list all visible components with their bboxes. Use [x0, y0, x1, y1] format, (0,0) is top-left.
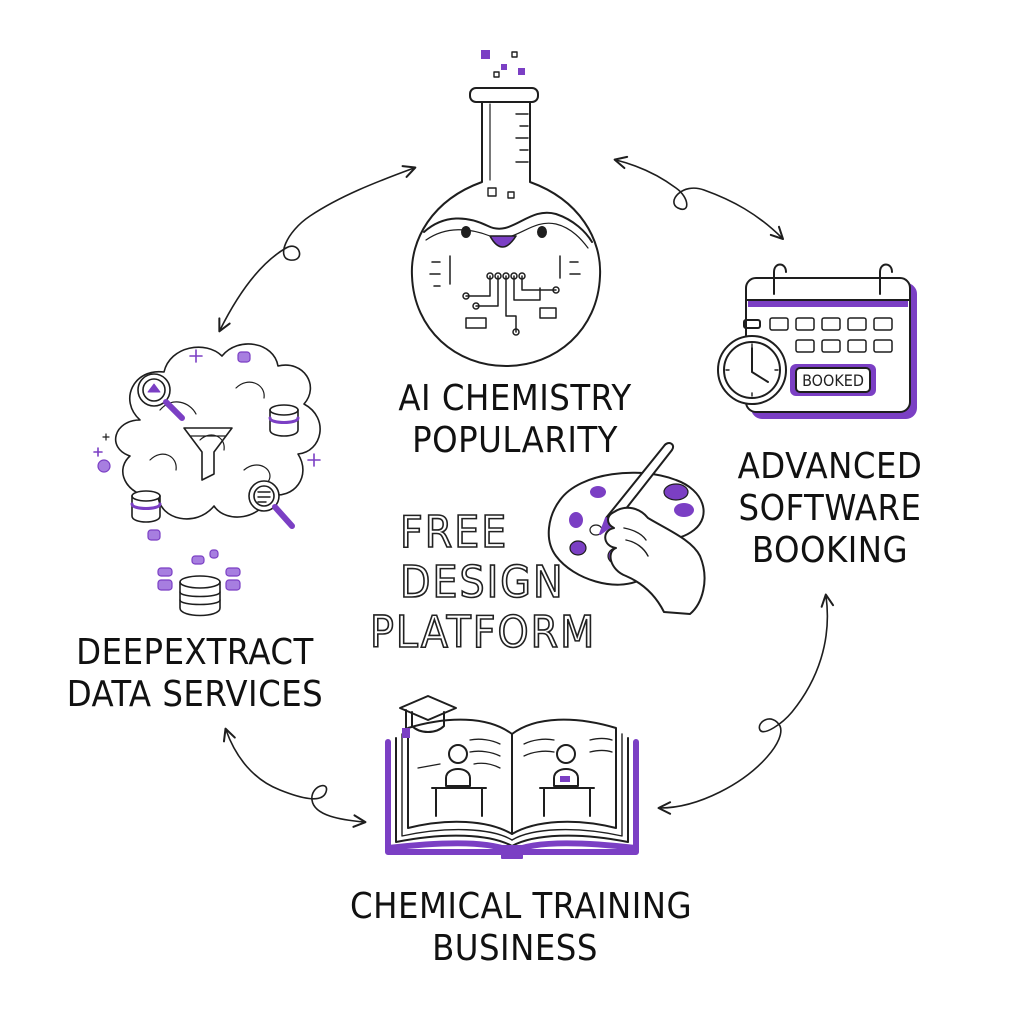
- center-label-line: DESIGN: [399, 557, 565, 609]
- paint-palette-hand-icon: [547, 442, 706, 615]
- open-book-classroom-icon: [385, 695, 639, 859]
- node-label-chemical-training: CHEMICAL TRAINING BUSINESS: [350, 886, 693, 970]
- data-cloud-funnel-icon: [93, 343, 321, 617]
- center-label-line: FREE: [399, 507, 509, 559]
- node-label-line: DEEPEXTRACT: [76, 632, 314, 673]
- node-label-ai-chemistry: AI CHEMISTRY POPULARITY: [360, 378, 670, 462]
- arrow-ai-to-booking: [613, 155, 785, 241]
- node-label-line: DATA SERVICES: [66, 674, 324, 715]
- node-label-line: SOFTWARE: [738, 488, 922, 529]
- booked-badge-text: BOOKED: [802, 371, 864, 390]
- node-label-software-booking: ADVANCED SOFTWARE BOOKING: [720, 446, 940, 572]
- node-label-deepextract: DEEPEXTRACT DATA SERVICES: [60, 632, 330, 716]
- arrow-training-to-deep: [222, 727, 367, 828]
- node-label-line: POPULARITY: [412, 420, 618, 461]
- arrow-deep-to-ai: [218, 165, 417, 333]
- node-label-line: BOOKING: [751, 530, 909, 571]
- calendar-clock-icon: BOOKED: [717, 263, 917, 419]
- node-label-line: AI CHEMISTRY: [398, 378, 632, 419]
- node-label-line: BUSINESS: [432, 928, 598, 969]
- node-label-line: CHEMICAL TRAINING: [350, 886, 693, 927]
- node-label-line: ADVANCED: [737, 446, 923, 487]
- flask-with-circuit-face-icon: [410, 50, 602, 367]
- center-label-free-design-platform: FREE DESIGN PLATFORM: [369, 507, 640, 659]
- arrow-booking-to-training: [657, 593, 835, 815]
- center-label-line: PLATFORM: [369, 607, 597, 659]
